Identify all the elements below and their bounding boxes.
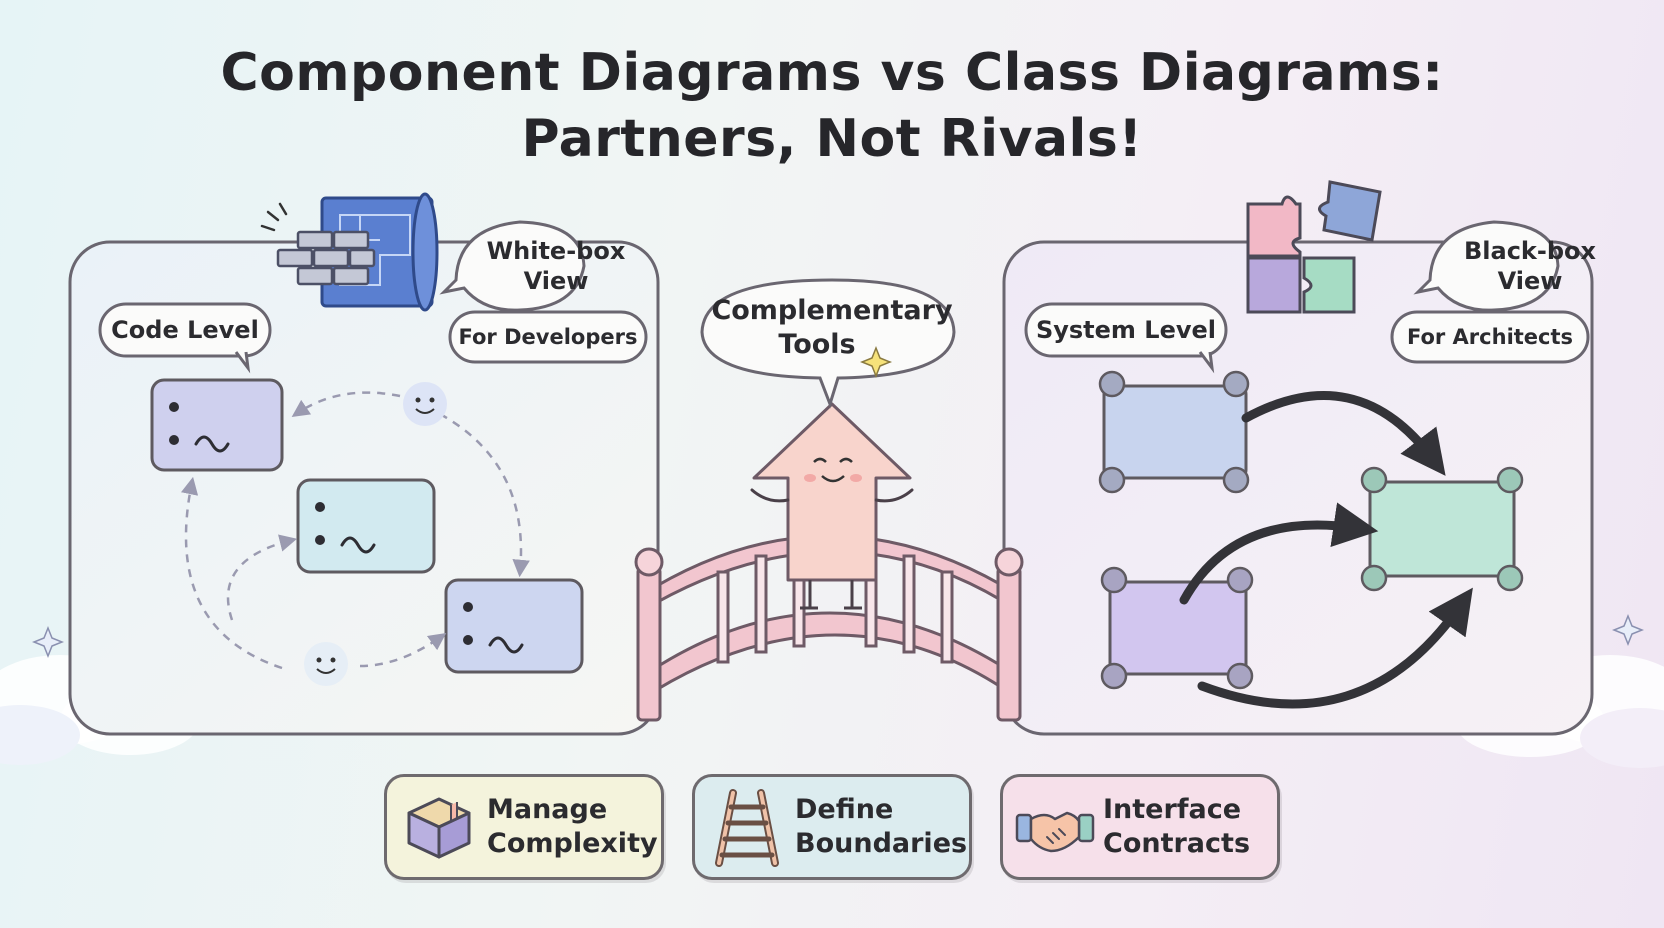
benefit-manage-complexity: Manage Complexity xyxy=(384,774,664,880)
benefit-interface-contracts: Interface Contracts xyxy=(1000,774,1280,880)
code-level-bubble xyxy=(98,302,272,358)
benefit-line-2: Contracts xyxy=(1103,828,1251,859)
sparkle-icon xyxy=(859,345,893,379)
handshake-icon xyxy=(1015,811,1095,853)
white-box-bubble xyxy=(439,220,586,312)
speech-bubbles xyxy=(98,220,1590,409)
bridge-icon xyxy=(634,534,1024,722)
ladder-icon xyxy=(715,789,779,867)
title-line-2: Partners, Not Rivals! xyxy=(521,109,1143,169)
white-box-line-1: White-box xyxy=(486,237,626,265)
benefit-line-1: Manage xyxy=(487,794,608,825)
for-architects-label: For Architects xyxy=(1406,325,1574,349)
title-line-1: Component Diagrams vs Class Diagrams: xyxy=(220,43,1444,103)
smiling-arrow-mascot xyxy=(750,402,914,610)
complementary-tools-bubble xyxy=(700,278,956,409)
class-box-1 xyxy=(150,378,284,472)
benefit-line-2: Complexity xyxy=(487,828,658,859)
component-dependency-arrows xyxy=(1179,391,1473,709)
class-box-3 xyxy=(444,578,584,674)
system-level-bubble xyxy=(1024,302,1228,358)
sparkle-outline-icon xyxy=(31,613,1645,659)
benefit-line-1: Interface xyxy=(1103,794,1242,825)
class-relationship-arrows xyxy=(180,391,530,670)
system-level-label: System Level xyxy=(1035,316,1217,344)
complementary-line-1: Complementary xyxy=(711,295,953,326)
black-box-line-1: Black-box xyxy=(1463,237,1596,265)
for-architects-bubble xyxy=(1390,310,1590,364)
benefit-line-2: Boundaries xyxy=(795,828,968,859)
component-1 xyxy=(1098,370,1250,494)
for-developers-label: For Developers xyxy=(458,325,638,349)
component-3 xyxy=(1360,466,1524,592)
complementary-tools-label: Complementary Tools xyxy=(704,294,960,362)
page-title: Component Diagrams vs Class Diagrams: Pa… xyxy=(0,40,1664,172)
box-icon xyxy=(407,797,471,859)
black-box-bubble xyxy=(1413,220,1560,312)
component-2 xyxy=(1100,566,1254,690)
benefit-label: Interface Contracts xyxy=(1103,793,1250,861)
benefit-define-boundaries: Define Boundaries xyxy=(692,774,972,880)
white-box-line-2: View xyxy=(523,267,589,295)
benefit-label: Manage Complexity xyxy=(487,793,658,861)
black-box-line-2: View xyxy=(1497,267,1563,295)
benefit-label: Define Boundaries xyxy=(795,793,967,861)
complementary-line-2: Tools xyxy=(778,329,856,360)
for-developers-bubble xyxy=(448,310,648,364)
blueprint-bricks-icon xyxy=(260,192,439,312)
smiley-face-icon xyxy=(304,382,447,686)
white-box-view-label: White-box View xyxy=(464,236,648,296)
black-box-view-label: Black-box View xyxy=(1438,236,1622,296)
code-level-label: Code Level xyxy=(111,316,259,344)
puzzle-pieces-icon xyxy=(1246,180,1382,314)
class-box-2 xyxy=(296,478,436,574)
benefit-line-1: Define xyxy=(795,794,894,825)
